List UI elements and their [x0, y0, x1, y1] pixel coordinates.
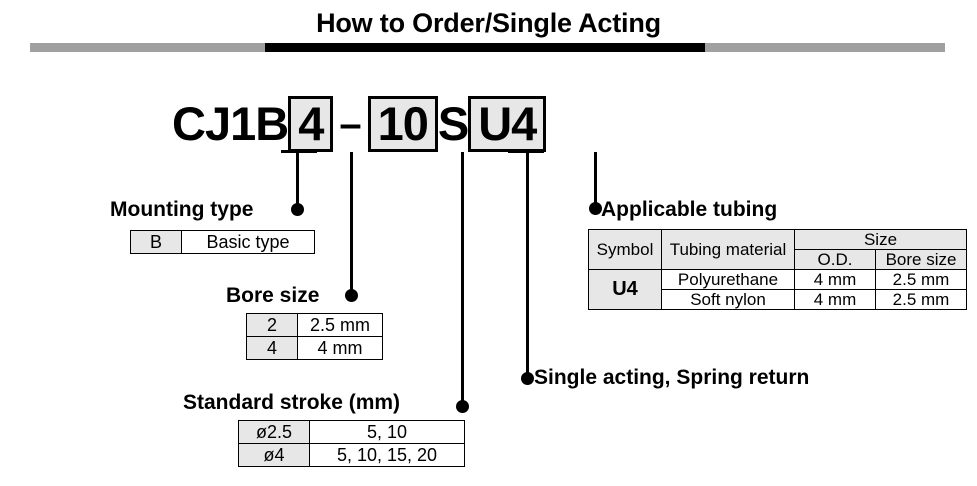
leader-dot-acting-note	[521, 372, 534, 385]
table-row: B Basic type	[130, 230, 315, 254]
table-bore-size: 2 2.5 mm 4 4 mm	[246, 313, 383, 360]
part-number-string: CJ1 B 4 – 10 S U4	[172, 96, 547, 152]
underline-s	[508, 150, 544, 153]
leader-line-mounting-type	[296, 152, 299, 207]
part-number-segment-stroke: 10	[367, 96, 438, 152]
bore-value-4: 4 mm	[297, 336, 383, 360]
leader-dot-applicable-tubing	[589, 202, 602, 215]
stroke-value-25: 5, 10	[309, 420, 465, 444]
part-number-segment-b: B	[255, 97, 289, 150]
heading-bore-size: Bore size	[226, 284, 320, 307]
leader-line-bore-size	[350, 152, 353, 293]
tubing-material-polyurethane: Polyurethane	[661, 269, 795, 290]
bore-symbol-4: 4	[246, 336, 298, 360]
leader-dot-standard-stroke	[456, 400, 469, 413]
page-title-wrap: How to Order/Single Acting	[0, 8, 977, 38]
heading-standard-stroke: Standard stroke (mm)	[183, 391, 401, 414]
tubing-header-symbol: Symbol	[588, 229, 662, 270]
title-rule-black	[265, 43, 705, 52]
stroke-symbol-25: ø2.5	[238, 420, 310, 444]
leader-dot-mounting-type	[291, 203, 304, 216]
part-number-segment-cj1: CJ1	[172, 97, 256, 150]
leader-line-standard-stroke	[461, 152, 464, 404]
mounting-symbol-b: B	[130, 230, 182, 254]
part-number-segment-bore: 4	[288, 96, 334, 152]
part-number-segment-tubing: U4	[468, 96, 547, 152]
tubing-header-bore: Bore size	[875, 249, 967, 270]
bore-value-2: 2.5 mm	[297, 313, 383, 337]
tubing-bore-polyurethane: 2.5 mm	[875, 269, 967, 290]
table-header-row: Symbol Tubing material Size	[588, 229, 967, 270]
table-row: Soft nylon 4 mm 2.5 mm	[589, 289, 967, 310]
leader-dot-bore-size	[345, 289, 358, 302]
table-row: ø2.5 5, 10	[238, 420, 465, 444]
underline-b	[281, 150, 317, 153]
table-row: 2 2.5 mm	[246, 313, 383, 337]
leader-line-acting-note	[526, 152, 529, 376]
heading-mounting-type: Mounting type	[110, 198, 254, 221]
mounting-value-b: Basic type	[181, 230, 315, 254]
tubing-material-soft-nylon: Soft nylon	[661, 289, 795, 310]
tubing-header-material: Tubing material	[661, 229, 795, 270]
heading-applicable-tubing: Applicable tubing	[601, 198, 778, 221]
tubing-symbol-u4: U4	[588, 269, 662, 310]
part-number-segment-dash: –	[339, 102, 362, 146]
part-number-segment-s: S	[437, 97, 469, 150]
bore-symbol-2: 2	[246, 313, 298, 337]
tubing-od-polyurethane: 4 mm	[794, 269, 876, 290]
table-row: U4 Polyurethane 4 mm 2.5 mm	[588, 269, 967, 310]
table-mounting-type: B Basic type	[130, 230, 315, 254]
tubing-header-size: Size	[794, 229, 967, 250]
table-row: ø4 5, 10, 15, 20	[238, 443, 465, 467]
tubing-header-od: O.D.	[794, 249, 876, 270]
leader-line-applicable-tubing	[594, 152, 597, 206]
heading-acting-note: Single acting, Spring return	[534, 366, 810, 389]
table-standard-stroke: ø2.5 5, 10 ø4 5, 10, 15, 20	[238, 420, 465, 467]
stroke-symbol-4: ø4	[238, 443, 310, 467]
tubing-bore-soft-nylon: 2.5 mm	[875, 289, 967, 310]
tubing-od-soft-nylon: 4 mm	[794, 289, 876, 310]
page-title: How to Order/Single Acting	[316, 8, 661, 38]
stroke-value-4: 5, 10, 15, 20	[309, 443, 465, 467]
table-applicable-tubing: Symbol Tubing material Size O.D. Bore si…	[588, 229, 967, 310]
table-row: 4 4 mm	[246, 336, 383, 360]
